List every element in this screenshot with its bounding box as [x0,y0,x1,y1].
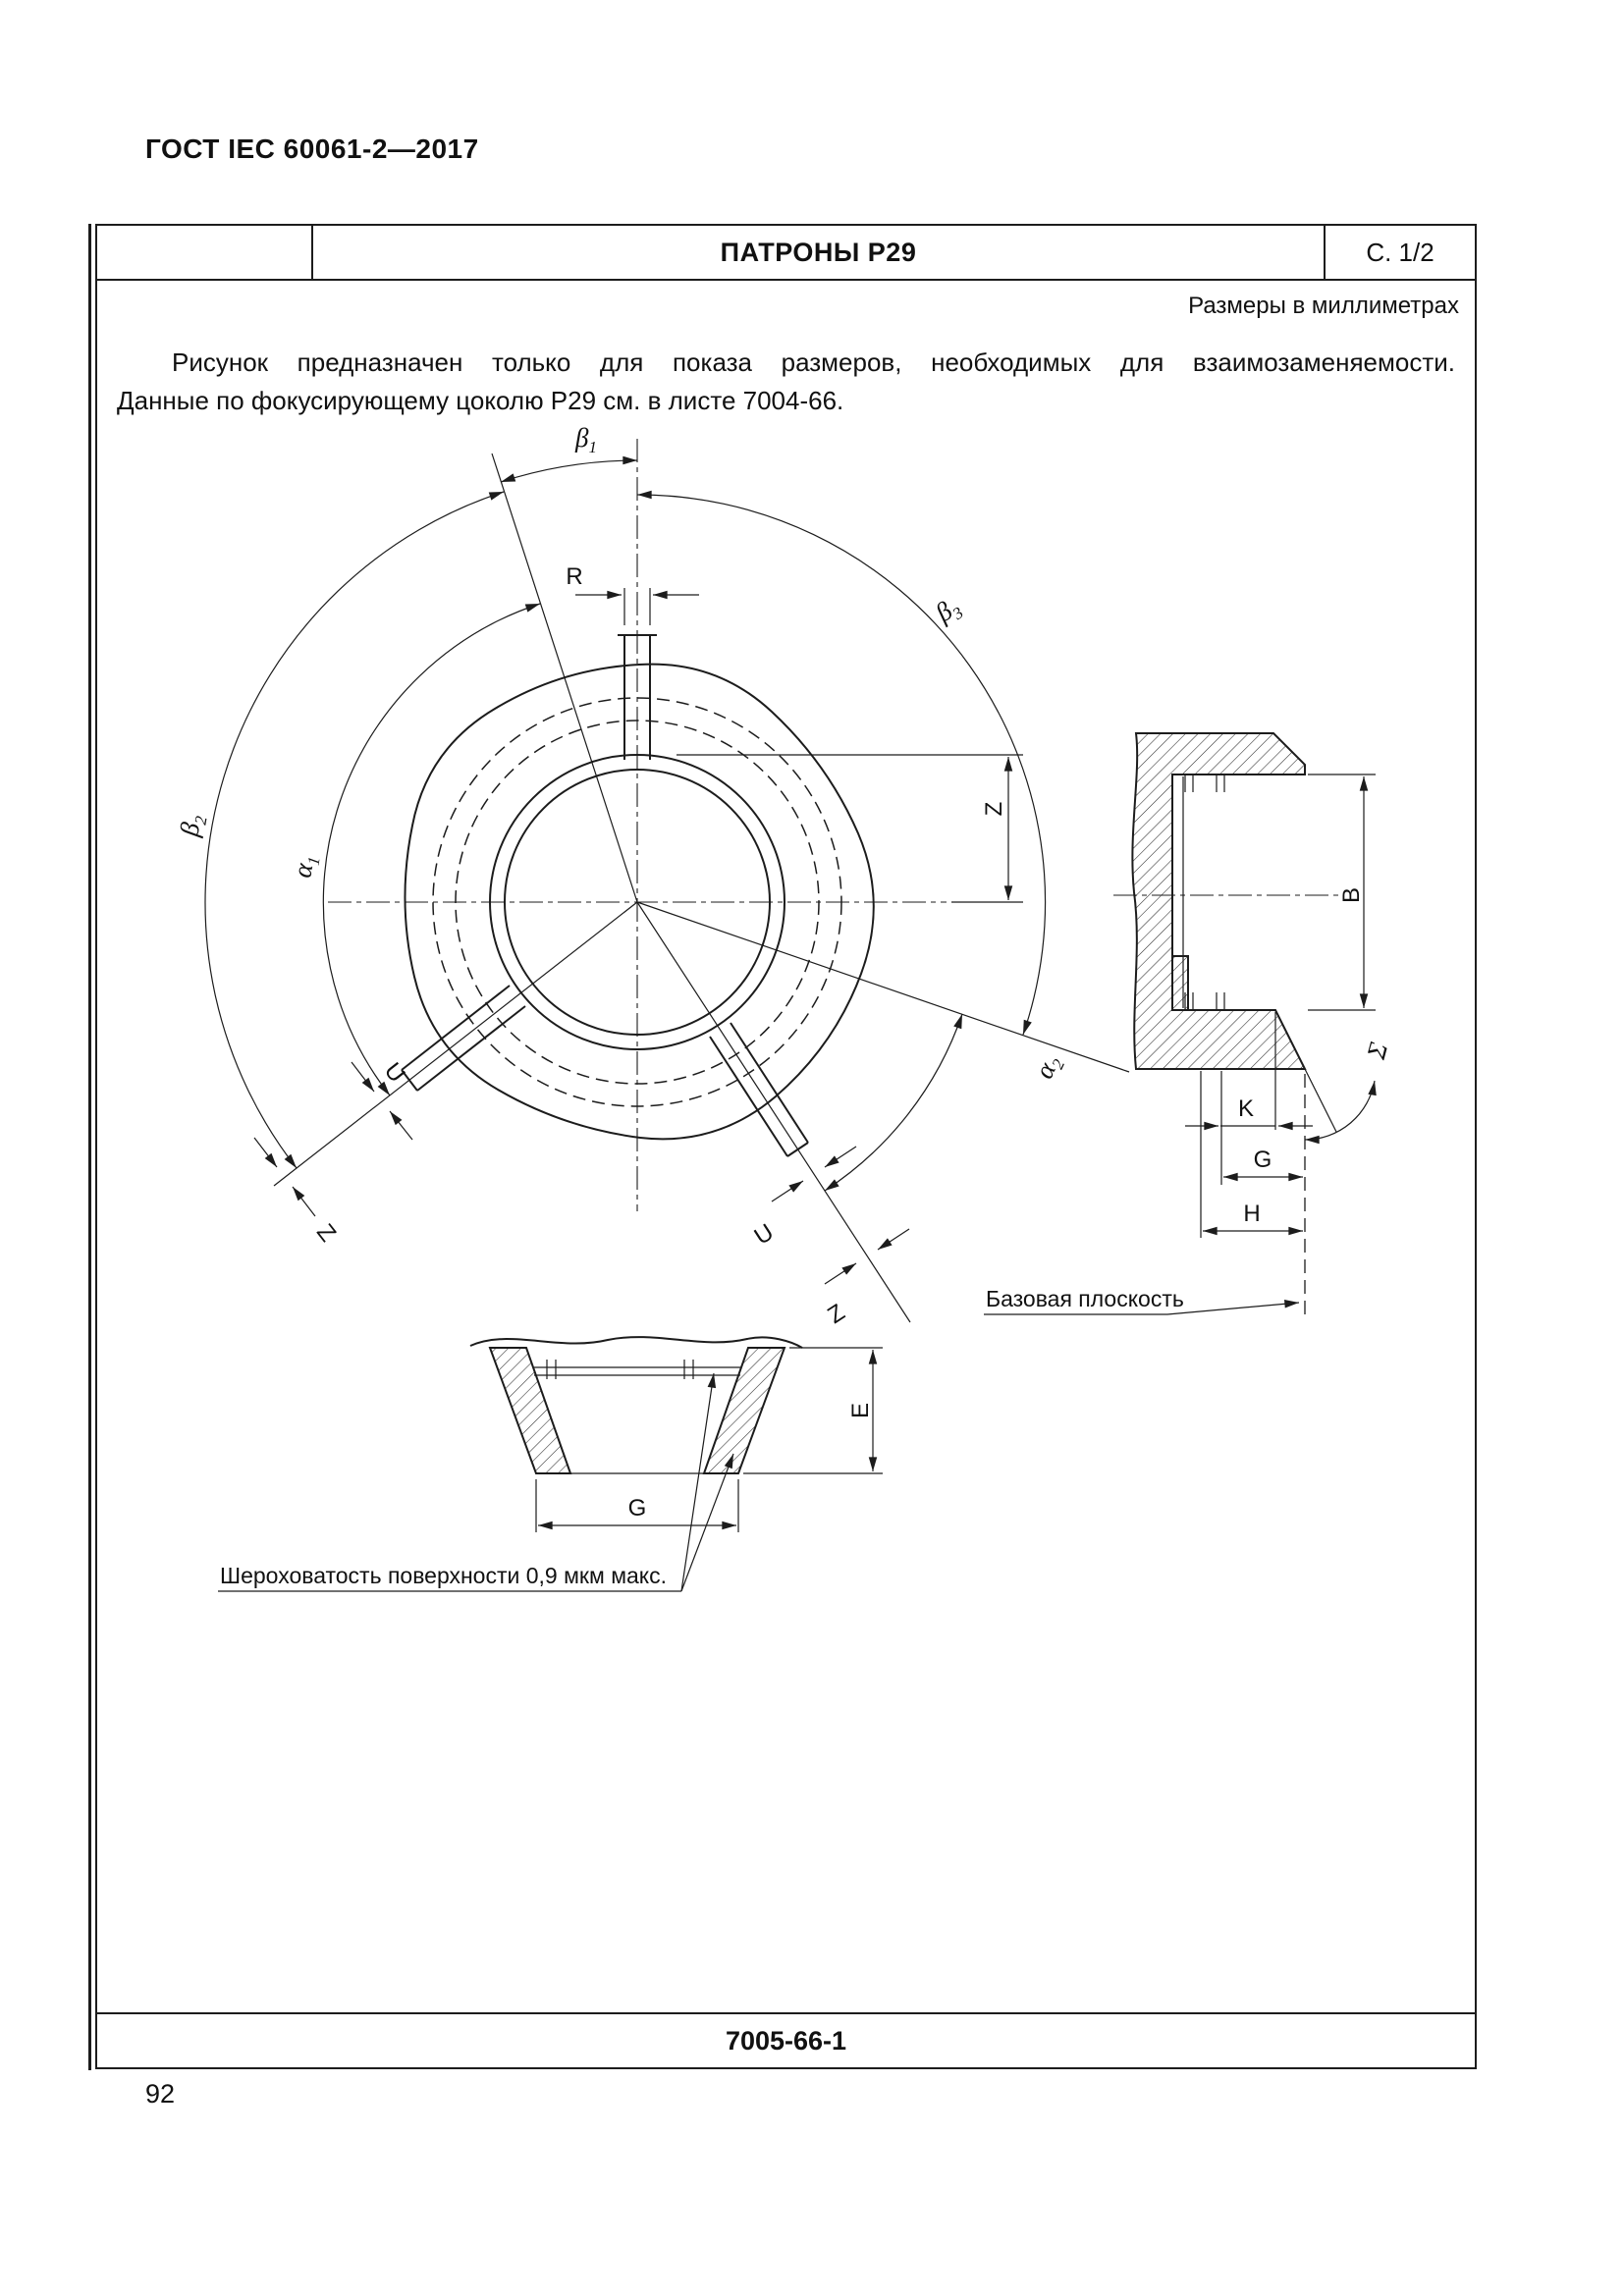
arc-alpha2 [824,1013,963,1192]
label-alpha2: α2 [1029,1049,1069,1084]
sheet-title: ПАТРОНЫ Р29 [720,237,917,267]
sheet-number: 7005-66-1 [97,2012,1475,2067]
dim-G-side: G [1223,1147,1303,1182]
base-plane-label: Базовая плоскость [986,1286,1184,1311]
ref-line-alpha2 [636,901,1130,1073]
dim-E: E [743,1347,883,1474]
sheet-page-ref: С. 1/2 [1324,226,1475,279]
label-U-lower-right: U [750,1219,779,1251]
dim-Z-lower-right: Z [823,1228,910,1329]
ref-line-lower-left [273,901,638,1187]
arc-beta1 [500,455,638,483]
dim-K: K [1185,1012,1313,1185]
label-Sigma: Σ [1361,1040,1393,1063]
base-plane-callout: Базовая плоскость [984,1074,1306,1316]
description-line-2: Данные по фокусирующему цоколю Р29 см. в… [117,386,844,415]
dim-U-lower-right: U [750,1146,857,1251]
label-beta2: β2 [174,812,211,840]
title-cell-empty [97,226,313,279]
page-number: 92 [145,2079,176,2109]
arc-beta2 [204,491,505,1169]
technical-drawing: β1 β2 β3 α1 α2 R Z [174,423,1393,1592]
dim-H: H [1200,1071,1303,1238]
ref-line-lower-right [636,901,911,1323]
left-wall-section [488,1347,572,1474]
side-keyway-ticks [1184,774,1225,1010]
side-view: B Σ K G [984,732,1393,1316]
dim-B: B [1308,774,1376,1011]
label-Z-right: Z [981,802,1007,817]
bottom-view: E G Шероховатость поверхности 0,9 мкм ма… [218,1336,883,1592]
arc-alpha1 [322,603,541,1096]
label-B: B [1338,887,1365,903]
label-G-bottom: G [628,1495,647,1522]
units-note: Размеры в миллиметрах [1188,293,1459,319]
bottom-keyway-ticks [546,1360,694,1379]
description-line-1: Рисунок предназначен только для показа р… [172,347,1455,377]
roughness-callout: Шероховатость поверхности 0,9 мкм макс. [218,1372,734,1592]
right-wall-section [702,1347,786,1474]
label-H: H [1243,1201,1260,1227]
ref-line-upper-left [491,453,638,903]
label-Z-lower-right: Z [823,1299,849,1329]
dim-R: R [566,563,699,625]
dim-Z-lower-left: Z [253,1137,341,1247]
side-section-body [1131,732,1307,1070]
frame-double-line [88,224,91,2070]
dim-Z-right: Z [677,754,1023,903]
description: Рисунок предназначен только для показа р… [117,344,1455,420]
label-G-side: G [1254,1147,1272,1173]
label-E: E [847,1403,874,1418]
label-beta3: β3 [929,591,966,631]
label-K: K [1238,1095,1254,1122]
dim-G-bottom: G [535,1479,739,1532]
dim-U-lower-left: U [351,1058,413,1141]
front-view: β1 β2 β3 α1 α2 R Z [174,423,1130,1329]
broken-body-outline [469,1336,803,1349]
sheet-frame: ПАТРОНЫ Р29 С. 1/2 Размеры в миллиметрах… [95,224,1477,2069]
title-row: ПАТРОНЫ Р29 С. 1/2 [97,226,1475,281]
dim-Sigma: Σ [1274,1009,1393,1145]
label-beta1: β1 [574,423,597,456]
label-Z-lower-left: Z [311,1219,341,1247]
doc-number: ГОСТ IEC 60061-2—2017 [145,133,479,164]
label-R: R [566,563,582,590]
thread-detail [1171,955,1189,1011]
arc-beta3 [636,490,1047,1036]
roughness-label: Шероховатость поверхности 0,9 мкм макс. [220,1563,667,1588]
label-alpha1: α1 [287,853,323,881]
